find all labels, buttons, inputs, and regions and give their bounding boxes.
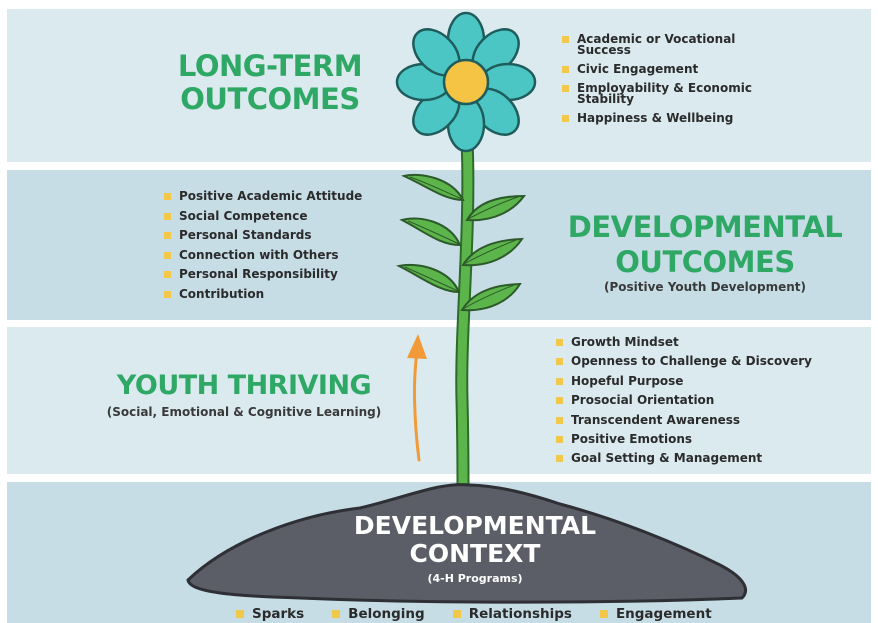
list-item: Personal Standards xyxy=(164,227,394,247)
long-term-outcomes-list: Academic or Vocational Success Civic Eng… xyxy=(562,33,782,132)
leaf-icon xyxy=(395,173,526,312)
list-item: Relationships xyxy=(452,606,572,622)
developmental-outcomes-list: Positive Academic Attitude Social Compet… xyxy=(164,188,394,306)
developmental-outcomes-band xyxy=(7,170,871,320)
list-item: Hopeful Purpose xyxy=(556,373,826,392)
long-term-title-line2: OUTCOMES xyxy=(180,82,360,116)
developmental-outcomes-title-line1: DEVELOPMENTAL xyxy=(567,210,843,244)
youth-thriving-band xyxy=(7,327,871,474)
context-items-row: Sparks Belonging Relationships Engagemen… xyxy=(236,605,740,623)
long-term-title-line1: LONG-TERM xyxy=(177,49,363,83)
list-item: Transcendent Awareness xyxy=(556,412,826,431)
list-item: Engagement xyxy=(599,606,712,622)
long-term-title: LONG-TERM OUTCOMES xyxy=(160,50,380,116)
list-item: Goal Setting & Management xyxy=(556,450,826,469)
developmental-context-title-line1: DEVELOPMENTAL xyxy=(353,511,597,540)
list-item: Connection with Others xyxy=(164,247,394,267)
developmental-context-title-line2: CONTEXT xyxy=(409,539,541,568)
soil-mound-icon xyxy=(186,483,747,604)
list-item: Belonging xyxy=(332,606,425,622)
list-item: Social Competence xyxy=(164,208,394,228)
list-item: Academic or Vocational Success xyxy=(562,33,782,56)
developmental-outcomes-subtitle: (Positive Youth Development) xyxy=(603,280,806,294)
flower-icon xyxy=(395,11,537,153)
list-item: Sparks xyxy=(236,606,304,622)
list-item: Contribution xyxy=(164,286,394,306)
youth-thriving-subtitle: (Social, Emotional & Cognitive Learning) xyxy=(106,405,382,419)
list-item: Openness to Challenge & Discovery xyxy=(556,353,826,372)
developmental-context-subtitle: (4-H Programs) xyxy=(427,572,523,585)
list-item: Prosocial Orientation xyxy=(556,392,826,411)
youth-thriving-title: YOUTH THRIVING xyxy=(116,370,372,401)
developmental-outcomes-title-line2: OUTCOMES xyxy=(615,245,795,279)
list-item: Employability & Economic Stability xyxy=(562,82,782,105)
youth-thriving-list: Growth Mindset Openness to Challenge & D… xyxy=(556,334,826,470)
list-item: Positive Academic Attitude xyxy=(164,188,394,208)
developmental-context-title: DEVELOPMENTAL CONTEXT xyxy=(330,512,620,568)
list-item: Positive Emotions xyxy=(556,431,826,450)
developmental-outcomes-title: DEVELOPMENTAL OUTCOMES xyxy=(560,210,850,280)
list-item: Growth Mindset xyxy=(556,334,826,353)
list-item: Happiness & Wellbeing xyxy=(562,112,782,124)
list-item: Personal Responsibility xyxy=(164,266,394,286)
list-item: Civic Engagement xyxy=(562,63,782,75)
growth-arrow-icon xyxy=(407,334,427,462)
